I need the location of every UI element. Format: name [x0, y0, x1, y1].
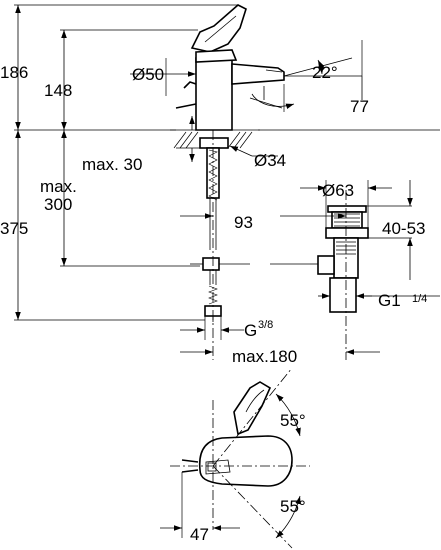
max-reach-label: max.180 [232, 347, 297, 366]
lever-angle-top-label: 55° [280, 411, 306, 430]
tap-side-view [170, 4, 310, 360]
spout-height-label: 148 [44, 81, 72, 100]
lever-offset-label: 47 [190, 525, 209, 544]
waste-thread-label: G1 [378, 291, 401, 310]
hole-diameter-label: Ø34 [254, 151, 286, 170]
pop-up-waste [310, 190, 369, 360]
waste-offset-label: 93 [234, 213, 253, 232]
total-length-label: 375 [0, 219, 28, 238]
max-deck-label: max. 30 [82, 155, 142, 174]
dimension-lines [14, 4, 440, 538]
waste-diameter-label: Ø63 [322, 181, 354, 200]
base-diameter-label: Ø50 [132, 65, 164, 84]
inlet-thread-label: G [244, 321, 257, 340]
tap-top-view [170, 367, 310, 549]
projection-label: 77 [350, 97, 369, 116]
deck-hatching [173, 131, 253, 149]
inlet-thread-fraction: 3/8 [258, 319, 273, 331]
overall-height-label: 186 [0, 63, 28, 82]
lever-angle-bottom-label: 55° [280, 497, 306, 516]
max-length-bottom-label: 300 [44, 195, 72, 214]
waste-thread-fraction: 1/4 [412, 293, 427, 305]
dimension-labels: 186 148 Ø50 22° 77 max. 30 Ø34 max. 300 … [0, 63, 427, 544]
waste-range-label: 40-53 [382, 219, 425, 238]
spout-angle-label: 22° [312, 63, 338, 82]
max-length-top-label: max. [40, 177, 77, 196]
